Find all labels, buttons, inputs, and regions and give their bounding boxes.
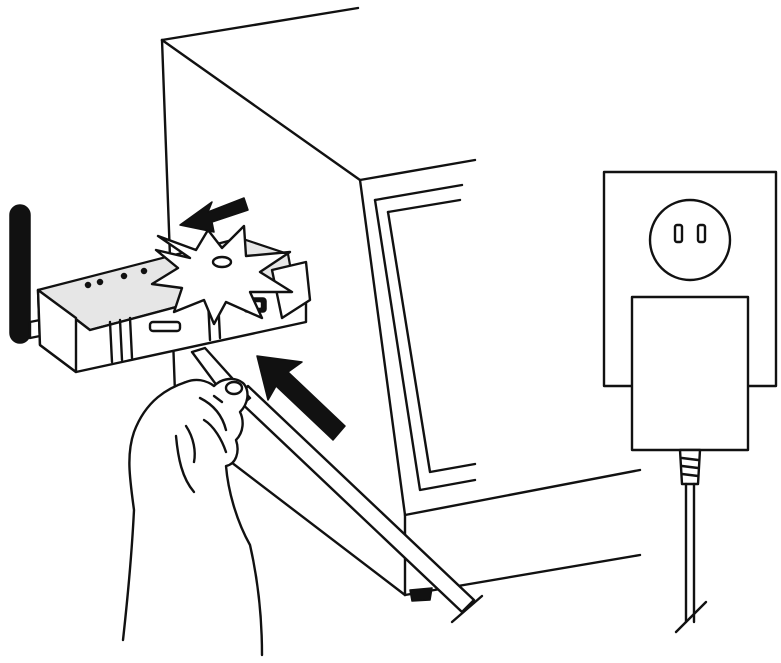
power-cord bbox=[676, 484, 706, 632]
insert-arrow bbox=[180, 198, 248, 232]
power-adapter bbox=[632, 297, 748, 484]
hand bbox=[123, 379, 262, 655]
